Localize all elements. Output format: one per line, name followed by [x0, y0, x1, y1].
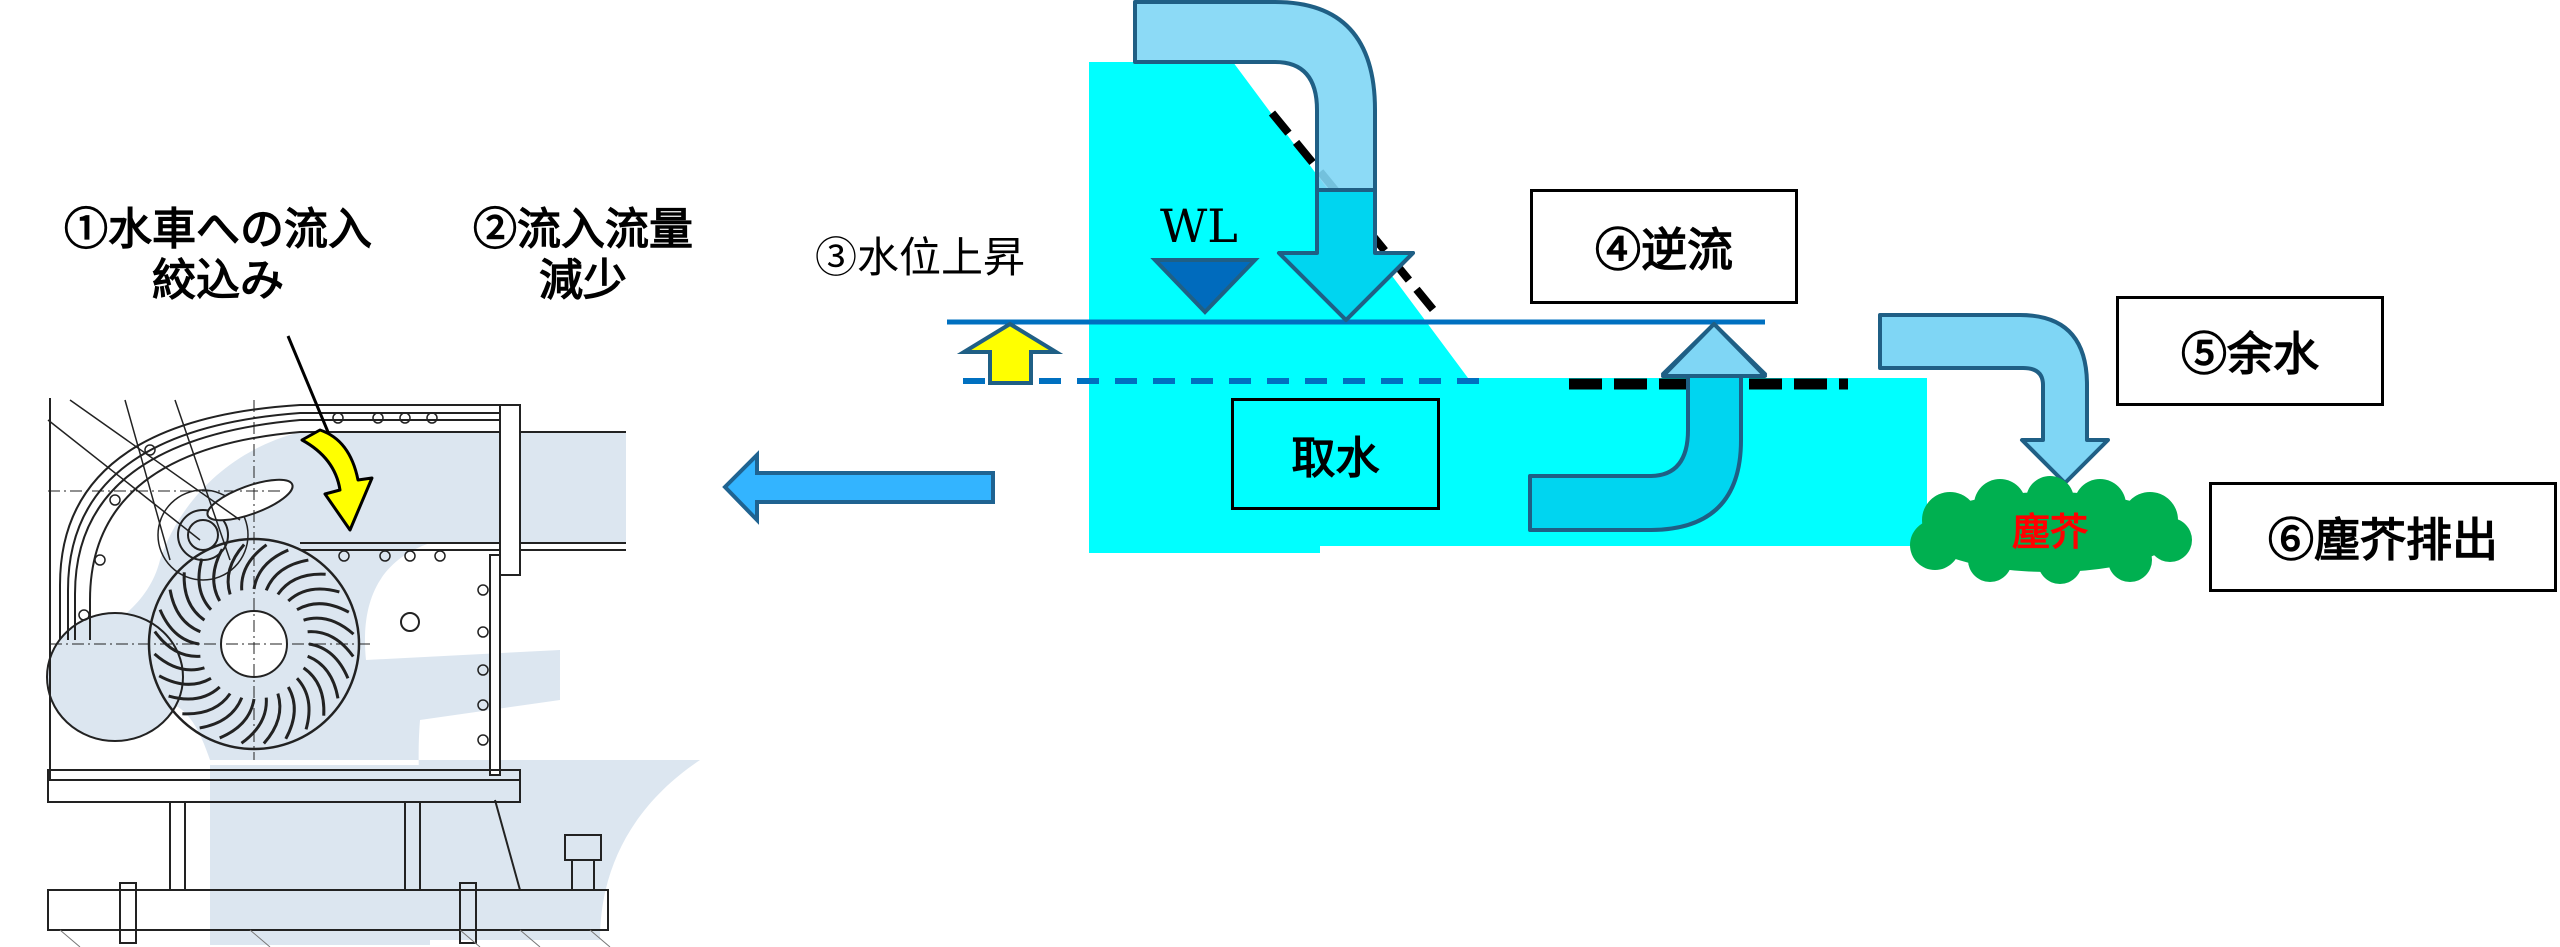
drawing-water-bottom: [210, 765, 430, 945]
step1-label-line2: 絞込み: [152, 254, 284, 306]
debris-cloud-icon: [1910, 476, 2192, 584]
turbine-blades: [153, 543, 355, 745]
step3-label: ③水位上昇: [815, 233, 1026, 282]
turbine-blade: [262, 693, 282, 745]
turbine-blade: [303, 616, 355, 636]
turbine-blade: [158, 609, 200, 646]
pulley: [177, 509, 229, 561]
step6-box: ⑥塵芥排出: [2209, 482, 2557, 592]
surplus-water-arrow-icon: [1878, 313, 2110, 485]
drawing-water-area: [90, 432, 700, 940]
turbine-blade: [219, 698, 256, 740]
turbine-blade: [153, 630, 201, 658]
step2-label: ②流入流量 減少: [452, 204, 714, 306]
bolt-holes: [78, 412, 489, 746]
turbine-drawing: [46, 398, 700, 947]
constriction-arrow-icon: [300, 428, 374, 532]
vertical-plate: [499, 404, 521, 576]
turbine-blade: [284, 686, 296, 740]
step2-label-line2: 減少: [539, 254, 627, 306]
lower-beam: [47, 769, 521, 803]
turbine-blade: [308, 642, 350, 679]
step5-box: ⑤余水: [2116, 296, 2384, 406]
turbine-blade: [307, 654, 340, 699]
turbine-blade: [276, 572, 326, 596]
step1-label-line1: ①水車への流入: [64, 204, 372, 255]
turbine-blade: [240, 697, 268, 745]
turbine-blade: [182, 572, 206, 622]
backflow-arrow-head: [1661, 322, 1767, 378]
step5-label: ⑤余水: [2181, 327, 2319, 381]
intake-label: 取水: [1291, 433, 1380, 484]
inspection-hole: [400, 612, 420, 632]
outflow-arrow-icon: [722, 450, 995, 525]
turbine-blade: [168, 589, 201, 634]
turbine-blade: [264, 558, 309, 591]
turbine-blade: [168, 685, 221, 701]
water-level-label: WL: [1160, 199, 1238, 253]
turbine-blade: [158, 674, 212, 686]
base-plate: [47, 889, 609, 931]
water-level-triangle-icon: [1150, 258, 1260, 315]
step1-label: ①水車への流入 絞込み: [38, 204, 398, 306]
turbine-blade: [153, 652, 205, 672]
step4-label: ④逆流: [1595, 222, 1733, 277]
turbine-blade: [199, 697, 244, 730]
turbine-blade: [307, 630, 355, 658]
water-rise-arrow-icon: [956, 321, 1064, 385]
turbine-blade: [252, 548, 289, 590]
step4-box: ④逆流: [1530, 189, 1798, 304]
turbine-blade: [240, 543, 268, 591]
step2-label-line1: ②流入流量: [473, 204, 693, 255]
debris-label: 塵芥: [2012, 509, 2089, 554]
inflow-arrow-lower: [1277, 188, 1415, 322]
intake-label-box: 取水: [1231, 398, 1440, 510]
turbine-blade: [287, 587, 340, 603]
turbine-blade: [226, 543, 246, 595]
casing-outer: [49, 398, 520, 781]
turbine-blade: [295, 677, 311, 730]
intake-water-body: [1089, 62, 1927, 553]
step6-label: ⑥塵芥排出: [2268, 513, 2498, 567]
turbine-blade: [296, 602, 350, 614]
turbine-blade: [302, 666, 326, 716]
turbine-blade: [197, 558, 213, 611]
turbine-blade: [182, 692, 232, 716]
